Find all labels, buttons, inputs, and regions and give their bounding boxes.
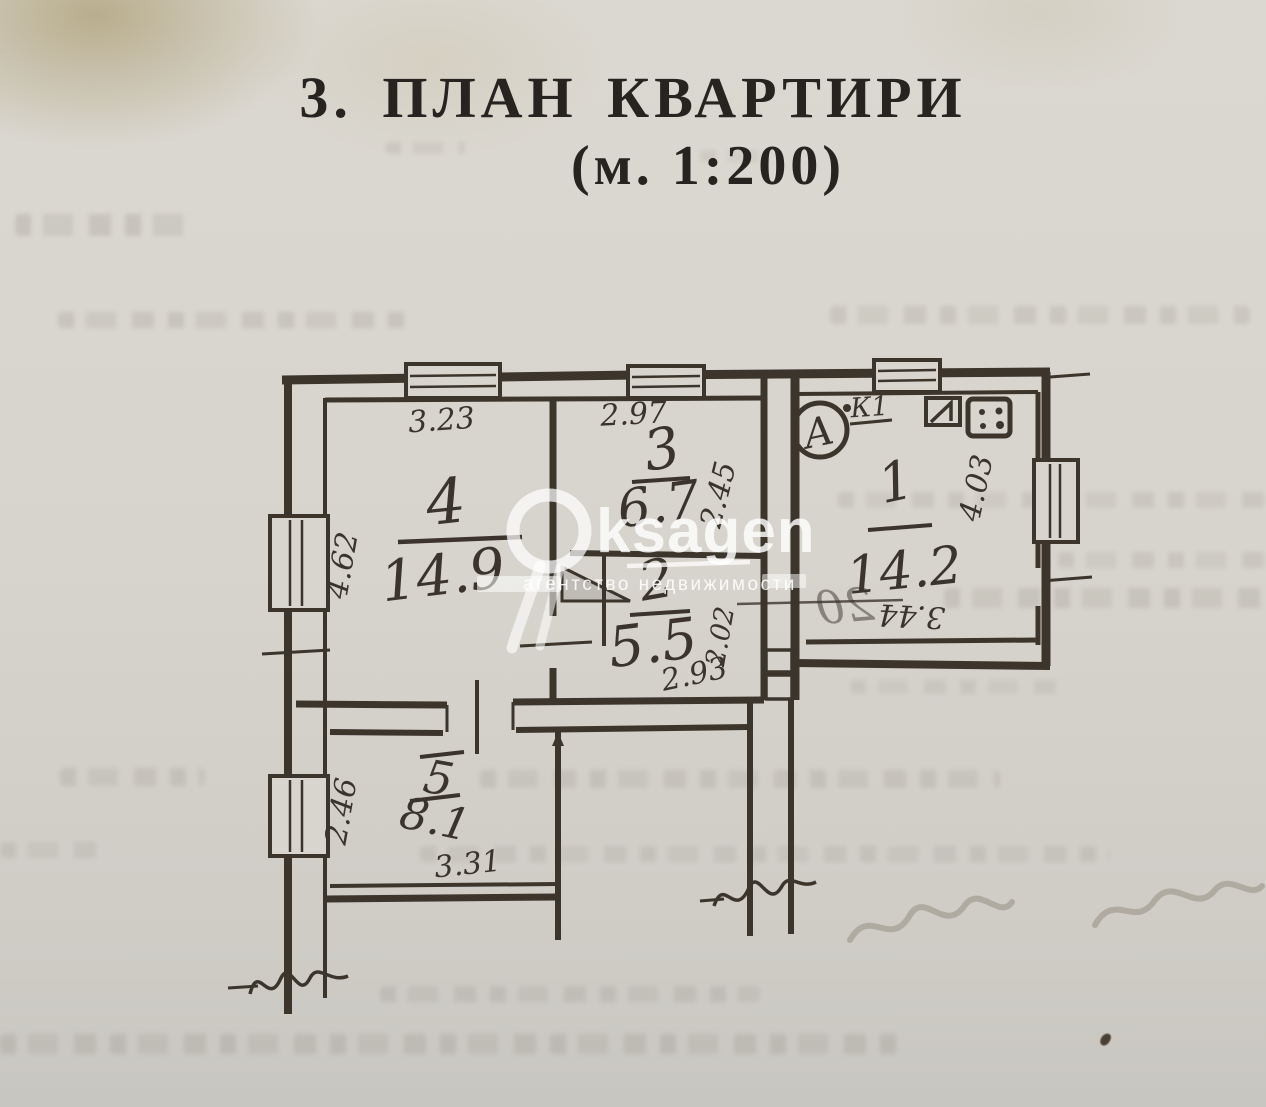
label-underline xyxy=(631,476,691,484)
page-title: 3. ПЛАН КВАРТИРИ xyxy=(299,65,967,130)
key-ribbon-tail xyxy=(506,560,546,654)
bleed-through-smudge xyxy=(830,306,1250,324)
bleed-through-smudge xyxy=(850,680,1060,694)
section-marker-circle xyxy=(790,400,850,460)
bleed-through-smudge xyxy=(420,846,1110,862)
dimension-label: 2.97 xyxy=(598,395,668,434)
room-number: 4 xyxy=(421,463,469,540)
label-underline xyxy=(409,793,461,803)
doorway-line xyxy=(736,598,904,606)
stove-icon xyxy=(965,396,1013,439)
bleed-through-smudge xyxy=(1058,552,1266,568)
section-marker: А xyxy=(790,400,851,460)
watermark-band xyxy=(477,576,561,592)
bleed-through-smudge xyxy=(380,986,760,1002)
bleed-through-smudge xyxy=(944,588,1266,608)
dimension-label: 2.02 xyxy=(700,604,741,670)
label-underline xyxy=(867,523,933,532)
riser-underline xyxy=(849,418,893,426)
window-icon xyxy=(1032,458,1080,544)
sink-icon xyxy=(924,396,962,427)
bleed-through-smudge xyxy=(0,842,110,858)
watermark-brand: ksagen xyxy=(596,497,816,566)
door-opening-tick xyxy=(519,640,593,648)
bleed-through-smudge xyxy=(385,142,465,154)
wall-segment xyxy=(325,893,559,903)
room-number: 1 xyxy=(872,447,919,516)
room-4-labels: 4 14.9 3.23 4.62 xyxy=(319,401,523,616)
watermark-band xyxy=(762,574,806,588)
room-area: 8.1 xyxy=(395,787,474,851)
label-overline xyxy=(419,750,465,759)
bleed-through-digits: 20 xyxy=(813,577,877,636)
riser-label-group: К1 xyxy=(848,391,893,426)
dimension-tick xyxy=(261,648,331,656)
bleed-through-cursive xyxy=(847,880,1265,943)
wall-segment xyxy=(805,637,1039,645)
bleed-through-smudge xyxy=(58,312,408,328)
window-icon xyxy=(404,362,502,400)
wall-break-icon xyxy=(248,970,349,995)
door-swing-icon xyxy=(560,564,631,603)
page-title-scale: (м. 1:200) xyxy=(570,135,846,197)
door-opening-symbol xyxy=(764,673,794,701)
room-1-labels: 1 14.2 4.03 3.44 xyxy=(844,447,1001,634)
window-icon xyxy=(872,358,942,394)
dimension-label: 4.03 xyxy=(952,452,1000,526)
section-marker-dot xyxy=(843,404,851,412)
dimension-tick xyxy=(1041,575,1093,583)
wall-break-icon xyxy=(712,878,817,907)
watermark-subtitle: агентство недвижимости xyxy=(523,574,797,595)
room-area: 14.2 xyxy=(844,535,965,607)
wall-segment xyxy=(445,702,515,732)
windows xyxy=(268,358,1080,858)
bleed-through-smudge xyxy=(15,214,195,236)
room-area: 6.7 xyxy=(614,469,705,540)
arrow-mark xyxy=(552,732,564,746)
room-area: 5.5 xyxy=(605,606,701,681)
wall-segment xyxy=(329,724,751,736)
dimension-tick xyxy=(1049,372,1091,379)
watermark: ksagen агентство недвижимости xyxy=(477,488,816,654)
dimension-label: 3.44 xyxy=(878,596,947,634)
dimension-tick xyxy=(699,897,725,903)
dimension-label: 3.31 xyxy=(433,844,503,886)
key-ring-icon xyxy=(506,488,592,574)
wall-segment xyxy=(329,882,559,888)
dimension-label: 3.23 xyxy=(407,401,476,441)
watermark-underline xyxy=(626,559,751,569)
riser-label: К1 xyxy=(848,391,889,425)
wall-segment xyxy=(793,659,1051,670)
bleed-through-smudge xyxy=(0,1034,900,1054)
door-opening-symbol xyxy=(764,648,794,674)
room-area: 14.9 xyxy=(377,536,509,616)
label-underline xyxy=(629,609,691,617)
room-5-labels: 5 8.1 2.46 3.31 xyxy=(318,749,502,885)
wall-segment xyxy=(295,696,765,709)
wall-segment xyxy=(569,550,765,559)
window-icon xyxy=(268,774,330,858)
room-2-labels: 2 5.5 2.93 2.02 xyxy=(605,546,741,699)
window-icon xyxy=(268,514,330,612)
bleed-through-smudge xyxy=(480,770,1000,788)
bleed-through-smudge xyxy=(60,768,205,786)
bleed-through-smudge xyxy=(700,150,770,162)
window-icon xyxy=(626,364,706,400)
